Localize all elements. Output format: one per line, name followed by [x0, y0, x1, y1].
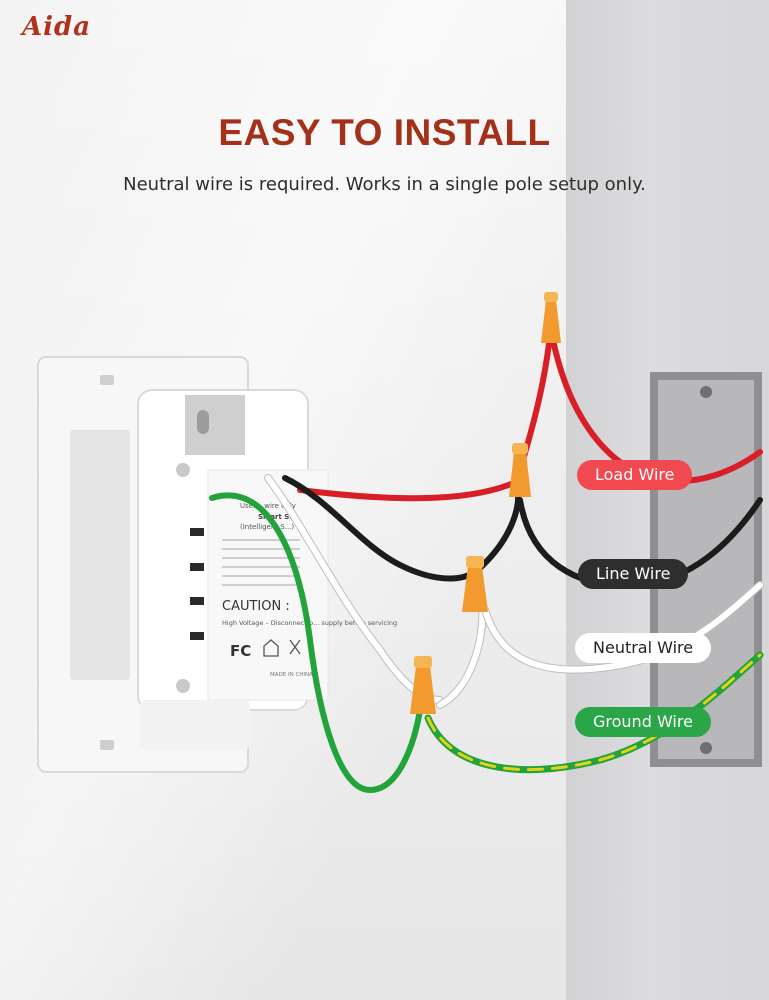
ground-wire	[209, 492, 764, 794]
wire-connector-neutral	[462, 556, 488, 612]
wire-connector-line	[509, 443, 531, 497]
wire-connector-load	[541, 292, 561, 343]
smart-switch-module	[137, 389, 329, 750]
indoor-use-icon	[263, 639, 279, 657]
fc-mark: FC	[230, 642, 251, 660]
page-title: EASY TO INSTALL	[218, 112, 551, 153]
line-wire-label: Line Wire	[578, 559, 689, 589]
neutral-wire-label: Neutral Wire	[575, 633, 712, 663]
device-spec-lines	[222, 539, 300, 586]
weee-bin-icon	[289, 639, 301, 655]
junction-box	[650, 372, 762, 767]
load-wire-label: Load Wire	[577, 460, 693, 490]
device-label-2: Smart S...	[258, 513, 297, 521]
device-label-3: (Intelligent S...)	[240, 523, 294, 531]
brand-logo: Aida	[22, 12, 92, 42]
device-origin: MADE IN CHINA	[270, 672, 313, 678]
wire-connector-ground	[410, 656, 436, 714]
page-subtitle: Neutral wire is required. Works in a sin…	[123, 174, 646, 195]
ground-wire-label: Ground Wire	[575, 707, 711, 737]
device-caution: CAUTION :	[222, 599, 290, 614]
device-label-1: User... wire only	[240, 502, 296, 510]
